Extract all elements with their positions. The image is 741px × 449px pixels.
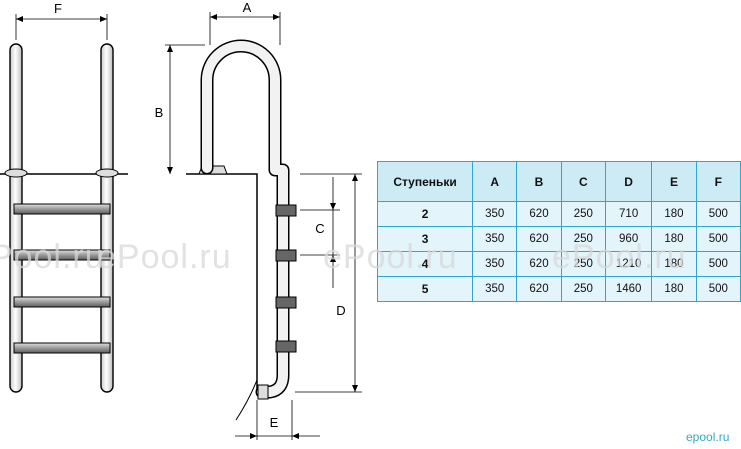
table-header-row: Ступеньки A B C D E F [376, 161, 741, 202]
cell-c: 250 [560, 251, 606, 277]
cell-f: 500 [695, 201, 741, 227]
side-step-4 [275, 340, 297, 353]
cell-c: 250 [560, 226, 606, 252]
col-steps-header: Ступеньки [376, 161, 474, 202]
cell-e: 180 [651, 201, 697, 227]
dimension-c-label: C [315, 221, 324, 236]
cell-f: 500 [695, 226, 741, 252]
side-view: A B C D E [155, 0, 362, 440]
side-step-2 [275, 249, 297, 262]
col-d-header: D [604, 161, 653, 202]
dimension-e-label: E [270, 415, 279, 430]
cell-e: 180 [651, 276, 697, 302]
cell-d: 1460 [604, 276, 653, 302]
spec-table: Ступеньки A B C D E F 2 350 620 250 710 … [376, 161, 741, 302]
col-a-header: A [472, 161, 518, 202]
cell-steps: 2 [376, 201, 474, 227]
cell-a: 350 [472, 251, 518, 277]
cell-steps: 3 [376, 226, 474, 252]
col-e-header: E [651, 161, 697, 202]
left-flange [4, 168, 28, 178]
cell-d: 710 [604, 201, 653, 227]
front-view: F [0, 1, 128, 393]
col-b-header: B [516, 161, 562, 202]
cell-f: 500 [695, 276, 741, 302]
right-rail [100, 43, 114, 393]
cell-a: 350 [472, 276, 518, 302]
cell-b: 620 [516, 251, 562, 277]
pool-wall [186, 173, 258, 390]
dimension-a-label: A [243, 0, 252, 15]
side-step-1 [275, 204, 297, 217]
table-row: 2 350 620 250 710 180 500 [376, 201, 741, 227]
side-step-3 [275, 296, 297, 309]
table-row: 4 350 620 250 1210 180 500 [376, 251, 741, 277]
front-step-4 [13, 342, 111, 354]
cell-c: 250 [560, 276, 606, 302]
cell-b: 620 [516, 226, 562, 252]
dimension-f-label: F [54, 1, 62, 16]
cell-a: 350 [472, 226, 518, 252]
left-rail [9, 43, 23, 393]
col-c-header: C [560, 161, 606, 202]
cell-c: 250 [560, 201, 606, 227]
front-step-3 [13, 296, 111, 308]
front-step-2 [13, 249, 111, 261]
table-row: 5 350 620 250 1460 180 500 [376, 276, 741, 302]
dimension-b-label: B [155, 105, 164, 120]
right-flange [95, 168, 119, 178]
front-step-1 [13, 203, 111, 215]
cell-d: 960 [604, 226, 653, 252]
cell-a: 350 [472, 201, 518, 227]
cell-e: 180 [651, 226, 697, 252]
bumper-foot [257, 384, 269, 400]
cell-steps: 5 [376, 276, 474, 302]
dimension-d-label: D [336, 303, 345, 318]
cell-b: 620 [516, 201, 562, 227]
cell-steps: 4 [376, 251, 474, 277]
cell-d: 1210 [604, 251, 653, 277]
col-f-header: F [695, 161, 741, 202]
cell-f: 500 [695, 251, 741, 277]
table-row: 3 350 620 250 960 180 500 [376, 226, 741, 252]
cell-b: 620 [516, 276, 562, 302]
cell-e: 180 [651, 251, 697, 277]
